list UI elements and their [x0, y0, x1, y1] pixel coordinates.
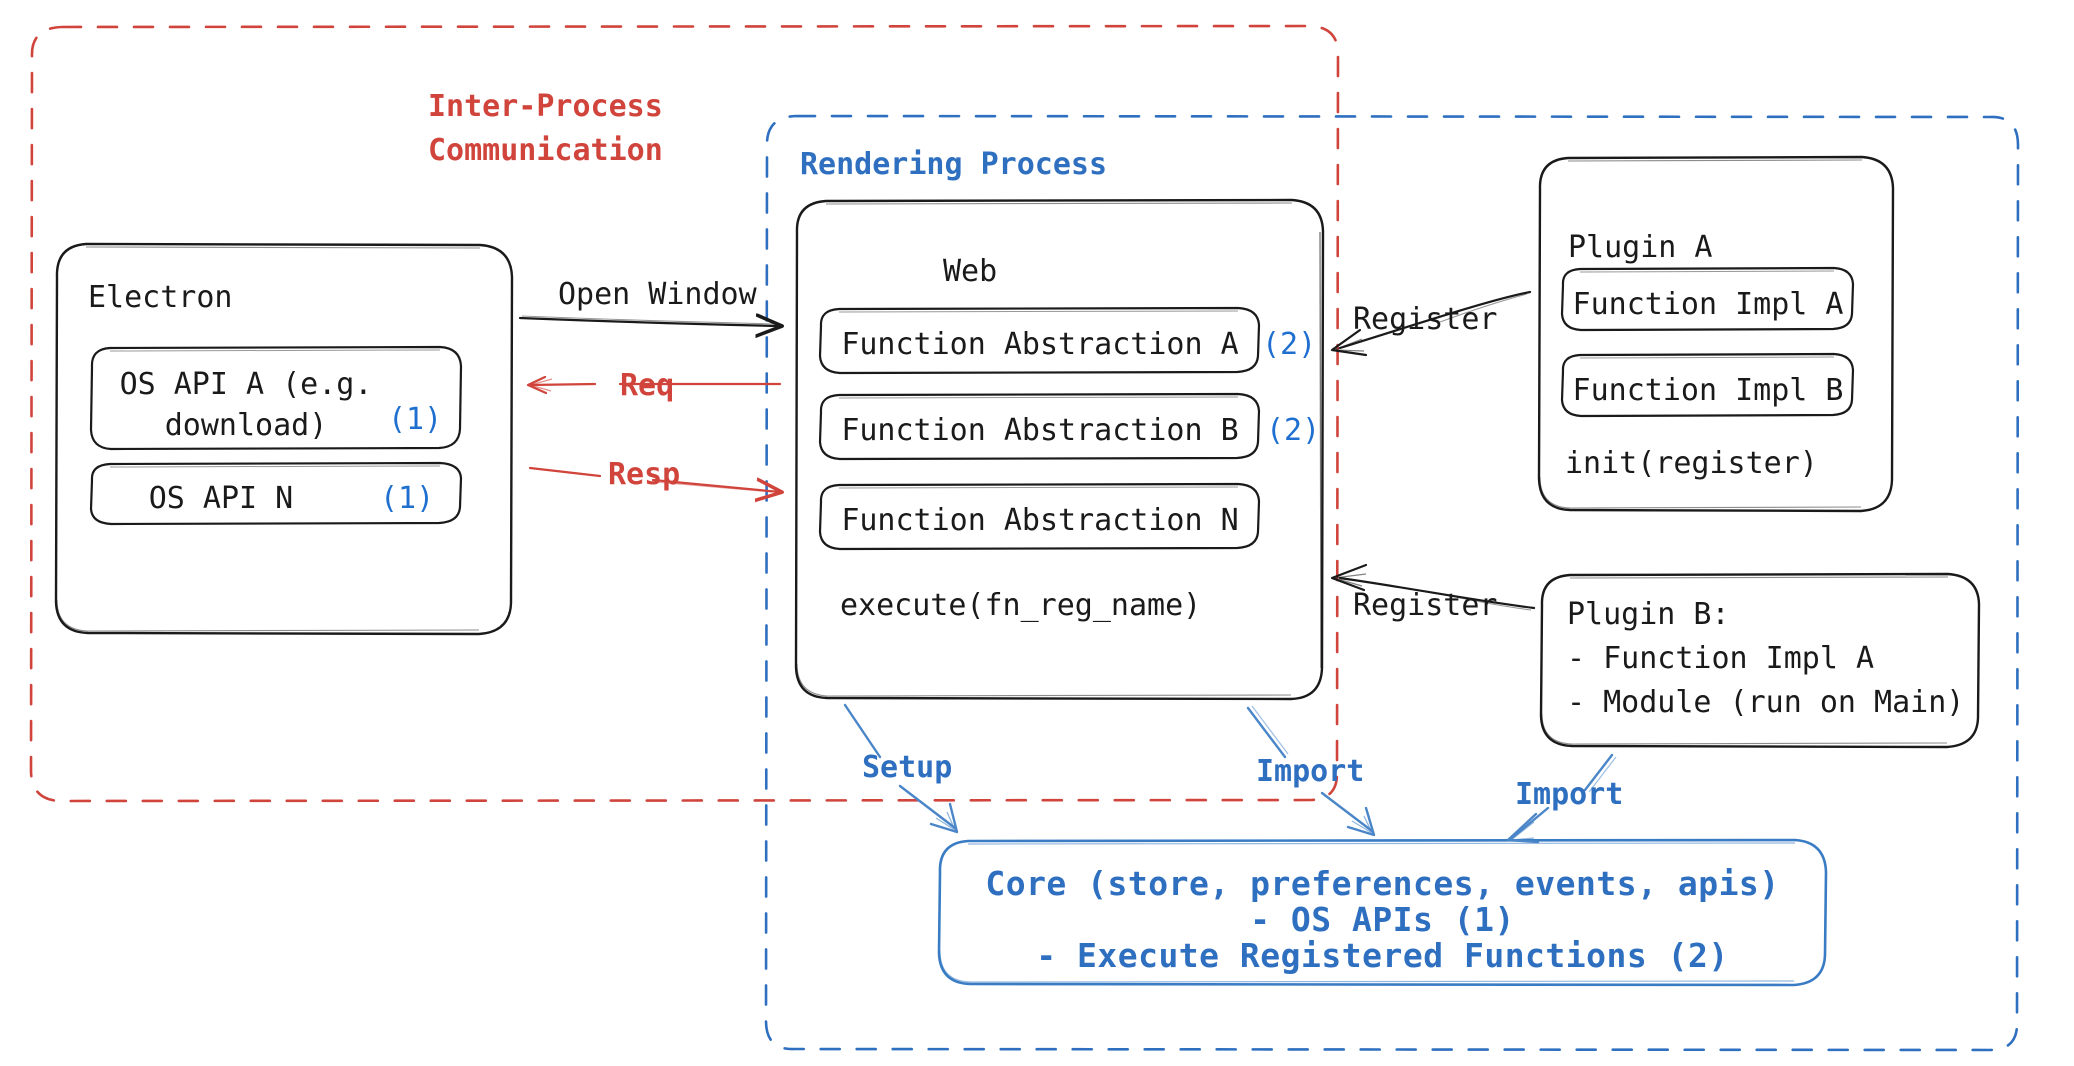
node-plugin-a-footer: init(register)	[1565, 446, 1818, 481]
node-function-abstraction-b-shape	[818, 392, 1261, 461]
group-rendering-boundary	[764, 114, 2020, 1052]
node-function-abstraction-b-label: Function Abstraction B	[841, 413, 1239, 448]
node-function-abstraction-a-label: Function Abstraction A	[841, 327, 1239, 362]
edge-register-b	[1330, 563, 1536, 611]
node-function-abstraction-n-shape	[818, 482, 1261, 551]
node-plugin-a-title: Plugin A	[1568, 230, 1713, 265]
edge-import-web	[1246, 705, 1376, 837]
node-os-api-n-marker: (1)	[380, 481, 435, 516]
edge-label-req: Req	[620, 368, 675, 403]
group-ipc-boundary	[29, 24, 1340, 803]
node-plugin-a-shape	[1537, 155, 1895, 513]
node-function-impl-b-label: Function Impl B	[1572, 373, 1844, 408]
node-core-line-3: - Execute Registered Functions (2)	[1036, 936, 1729, 975]
node-core-line-2: - OS APIs (1)	[1250, 900, 1515, 939]
node-function-abstraction-b-marker: (2)	[1266, 413, 1321, 448]
node-os-api-n-label: OS API N	[148, 481, 294, 516]
node-os-api-n-shape	[89, 461, 463, 526]
node-core-shape	[937, 838, 1828, 987]
node-function-abstraction-n-label: Function Abstraction N	[841, 503, 1239, 538]
node-web-footer: execute(fn_reg_name)	[840, 588, 1202, 623]
edge-label-open-window: Open Window	[558, 277, 757, 312]
node-plugin-b-line-1: Plugin B:	[1567, 597, 1730, 632]
edge-open-window	[518, 316, 780, 326]
node-web-title: Web	[943, 254, 998, 289]
node-electron-title: Electron	[88, 280, 233, 315]
node-plugin-b-line-3: - Module (run on Main)	[1567, 685, 1965, 720]
edge-resp	[528, 466, 780, 492]
edge-label-import-plugin: Import	[1515, 777, 1624, 812]
node-function-abstraction-a-marker: (2)	[1262, 327, 1317, 362]
edge-label-import-web: Import	[1256, 754, 1365, 789]
node-function-impl-a-shape	[1560, 266, 1855, 332]
node-function-impl-a-label: Function Impl A	[1572, 287, 1844, 322]
node-core-line-1: Core (store, preferences, events, apis)	[985, 864, 1780, 903]
edge-label-resp: Resp	[608, 457, 681, 492]
edge-label-setup: Setup	[862, 750, 953, 785]
edge-label-register-b: Register	[1353, 588, 1498, 623]
node-os-api-a-marker: (1)	[388, 402, 443, 437]
edge-setup	[843, 703, 959, 834]
node-plugin-b-shape	[1539, 572, 1981, 749]
group-label-rendering-process: Rendering Process	[800, 147, 1108, 182]
edge-req	[526, 375, 782, 395]
edge-register-a	[1330, 290, 1532, 357]
group-label-ipc: Inter-Process Communication	[428, 89, 663, 168]
node-plugin-b-line-2: - Function Impl A	[1567, 641, 1875, 676]
node-function-impl-b-shape	[1560, 352, 1855, 418]
node-function-abstraction-a-shape	[818, 306, 1261, 375]
node-os-api-a-label: OS API A (e.g. download)	[119, 367, 373, 443]
edge-import-plugin	[1506, 753, 1617, 844]
edge-label-register-a: Register	[1353, 302, 1498, 337]
node-os-api-a-shape	[89, 345, 463, 451]
